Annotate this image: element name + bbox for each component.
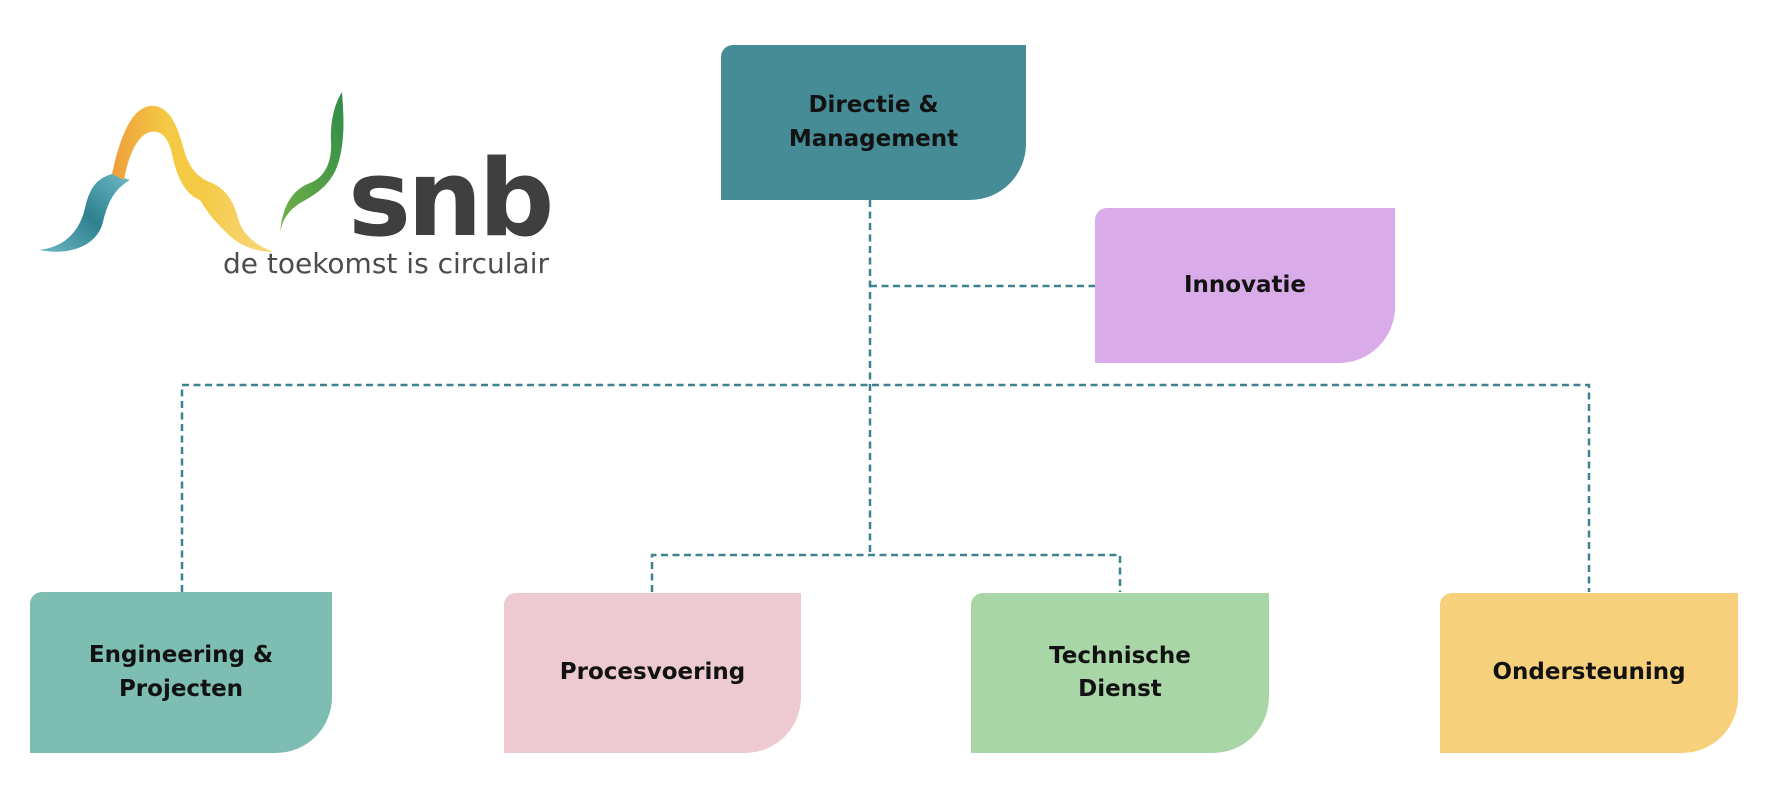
org-node-directie-management: Directie & Management <box>721 45 1026 200</box>
org-node-ondersteuning: Ondersteuning <box>1440 593 1738 753</box>
org-node-innovatie: Innovatie <box>1095 208 1395 363</box>
connector-inner-bracket <box>650 553 1122 592</box>
snb-logo: snb de toekomst is circulair <box>28 84 558 280</box>
snb-logo-mark-icon <box>39 92 344 252</box>
logo-wave-teal <box>39 174 130 252</box>
org-node-label: Ondersteuning <box>1492 659 1686 686</box>
org-node-procesvoering: Procesvoering <box>504 593 801 753</box>
logo-wave-yellow <box>200 183 274 252</box>
org-node-label: Engineering & Projecten <box>88 642 274 702</box>
org-node-engineering-projecten: Engineering & Projecten <box>30 592 332 753</box>
connector-outer-bracket <box>180 383 1591 592</box>
logo-wave-orange-yellow <box>112 105 212 200</box>
org-node-label: Procesvoering <box>559 659 746 686</box>
org-node-technische-dienst: Technische Dienst <box>971 593 1269 753</box>
logo-wave-green <box>280 92 344 234</box>
org-node-label: Technische Dienst <box>1049 642 1191 702</box>
org-node-label: Innovatie <box>1183 271 1307 298</box>
snb-tagline: de toekomst is circulair <box>222 247 550 280</box>
snb-brand-text: snb <box>348 137 554 260</box>
org-node-label: Directie & Management <box>788 92 959 152</box>
